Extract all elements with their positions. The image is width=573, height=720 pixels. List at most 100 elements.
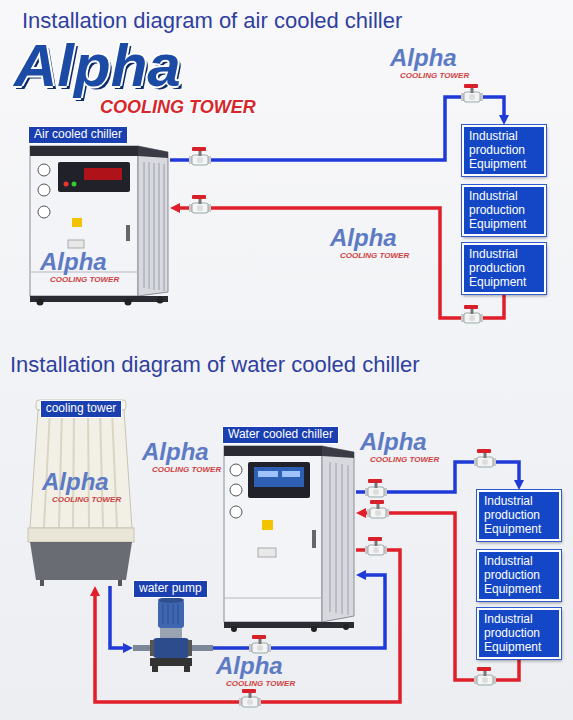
node-label: Industrial production Equipment — [469, 248, 539, 289]
node-label: Water cooled chiller — [222, 426, 339, 444]
water-chiller-illustration-part — [224, 446, 322, 456]
ball-valve-part — [461, 305, 483, 323]
logo-subtitle: COOLING TOWER — [100, 98, 256, 118]
water-chiller-illustration-part — [322, 446, 354, 622]
node-label: Industrial production Equipment — [484, 613, 554, 654]
water-pump-illustration-part — [153, 638, 189, 658]
watermark: Alpha — [330, 226, 397, 250]
water-chiller-illustration-part — [248, 462, 310, 498]
ball-valve-part — [461, 84, 483, 102]
ball-valve-part — [474, 667, 496, 685]
cooling-tower-illustration — [28, 400, 134, 586]
water-chiller-illustration-part — [343, 624, 349, 630]
equipment-box: Industrial production Equipment — [462, 125, 546, 176]
watermark: Alpha — [42, 470, 109, 494]
air-chiller-illustration-part — [68, 240, 84, 248]
water-pump-illustration-part — [158, 597, 184, 603]
watermark: Alpha — [360, 430, 427, 454]
ball-valve-part — [365, 537, 387, 555]
water-chiller-illustration-part — [282, 471, 300, 477]
watermark: Alpha — [216, 654, 283, 678]
equipment-box: Industrial production Equipment — [477, 490, 561, 541]
watermark: COOLING TOWER — [226, 680, 295, 689]
water-chiller-illustration-part — [258, 471, 278, 477]
air-chiller-illustration-part — [84, 168, 122, 180]
water-pump-illustration-part — [150, 658, 192, 666]
watermark: COOLING TOWER — [400, 72, 469, 81]
water-chiller-illustration — [224, 446, 354, 632]
air-cooled-chiller: Air cooled chiller — [28, 124, 170, 306]
watermark: Alpha — [40, 250, 107, 274]
node-label: cooling tower — [40, 400, 123, 418]
air-chiller-illustration-part — [138, 146, 168, 158]
water-chiller-illustration-part — [230, 506, 242, 518]
cooling-tower-illustration-part — [40, 580, 44, 586]
air-chiller-illustration-part — [30, 296, 168, 302]
equipment-box: Industrial production Equipment — [477, 550, 561, 601]
water-chiller-illustration-part — [231, 626, 237, 632]
water-pump-illustration-part — [184, 666, 190, 672]
node-label: water pump — [133, 580, 208, 598]
node-label: Industrial production Equipment — [484, 555, 554, 596]
cooling-tower-illustration-part — [118, 580, 122, 586]
air-chiller-illustration-part — [157, 297, 164, 304]
ball-valve-part — [474, 449, 496, 467]
ball-valve-part — [189, 147, 211, 165]
water-pump-illustration — [133, 597, 213, 672]
water-chiller-illustration-part — [230, 464, 242, 476]
cooling-tower-illustration-part — [44, 410, 117, 528]
water-pump-illustration-part — [188, 640, 192, 656]
water-chiller-illustration-part — [258, 548, 276, 557]
water-pump-illustration-part — [152, 666, 158, 672]
air-chiller-illustration-part — [144, 162, 164, 291]
node-label: Industrial production Equipment — [484, 495, 554, 536]
equipment-box: Industrial production Equipment — [462, 243, 546, 294]
watermark: Alpha — [142, 440, 209, 464]
air-chiller-illustration-part — [30, 146, 138, 296]
water-chiller-illustration-part — [322, 446, 354, 458]
watermark: COOLING TOWER — [370, 456, 439, 465]
diagram-heading: Installation diagram of water cooled chi… — [10, 352, 420, 378]
water-pipe — [213, 575, 385, 648]
equipment-box: Industrial production Equipment — [477, 608, 561, 659]
air-chiller-illustration — [30, 146, 168, 306]
water-chiller-illustration-part — [312, 530, 316, 548]
cooling-tower-illustration-part — [30, 410, 132, 528]
ball-valve-part — [365, 479, 387, 497]
water-chiller-illustration-part — [254, 467, 304, 487]
air-chiller-illustration-part — [126, 225, 130, 241]
logo-word: Alpha — [14, 36, 181, 96]
cooling-tower-illustration-part — [28, 528, 134, 542]
ball-valve-part — [367, 500, 389, 518]
air-chiller-illustration-part — [72, 182, 77, 187]
water-chiller-illustration-part — [224, 622, 354, 628]
air-chiller-illustration-part — [38, 184, 50, 196]
air-chiller-illustration-part — [38, 206, 50, 218]
ball-valve-part — [239, 689, 261, 707]
watermark: COOLING TOWER — [152, 466, 221, 475]
watermark: COOLING TOWER — [52, 496, 121, 505]
water-pump-illustration-part — [158, 600, 184, 628]
ball-valve-part — [249, 635, 271, 653]
water-pump-illustration-part — [163, 604, 178, 624]
air-chiller-illustration-part — [138, 146, 168, 296]
node-label: Industrial production Equipment — [469, 130, 539, 171]
water-pipe — [176, 208, 504, 318]
ball-valve-part — [189, 195, 211, 213]
cooling-tower-illustration-part — [30, 542, 132, 580]
water-pump: water pump — [133, 578, 213, 682]
watermark: COOLING TOWER — [50, 276, 119, 285]
water-chiller-illustration-part — [224, 446, 322, 622]
ball-valve — [189, 84, 496, 707]
water-pipe — [110, 586, 127, 648]
air-chiller-illustration-part — [64, 182, 69, 187]
air-chiller-illustration-part — [38, 164, 50, 176]
water-chiller-illustration-part — [262, 520, 273, 530]
water-chiller-illustration-part — [311, 626, 317, 632]
air-chiller-illustration-part — [30, 146, 138, 156]
air-chiller-illustration-part — [125, 299, 132, 306]
cooling-tower: cooling tower — [28, 398, 134, 586]
water-pipe — [95, 550, 400, 702]
water-chiller-illustration-part — [224, 598, 322, 599]
water-chiller-illustration-part — [330, 462, 348, 615]
